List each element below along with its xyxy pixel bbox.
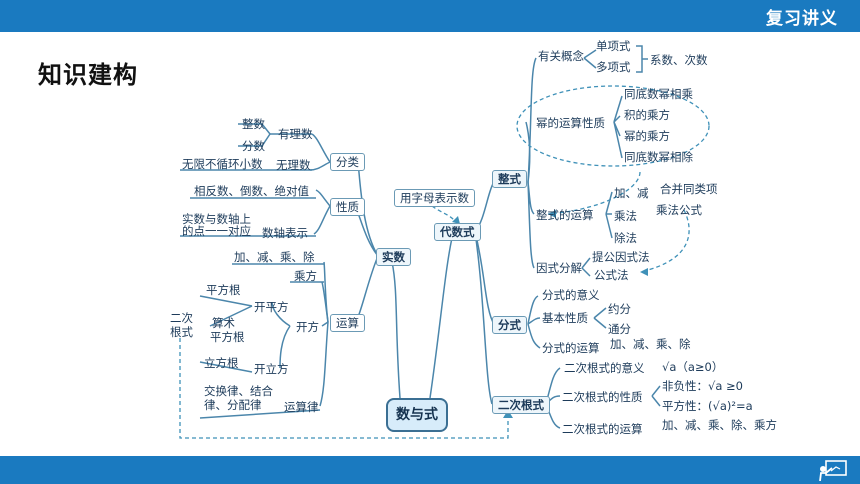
label-common-factor-method: 提公因式法 [592,250,650,264]
label-polynomial-operations: 整式的运算 [536,208,594,222]
top-bar: 复习讲义 [0,0,860,32]
label-fraction-meaning: 分式的意义 [542,288,600,302]
label-radical-properties: 二次根式的性质 [562,390,643,404]
label-multinomial: 多项式 [596,60,631,74]
label-add-subtract: 加、减 [614,186,649,200]
label-non-negativity: 非负性：√a ≥0 [662,379,743,393]
node-polynomial: 整式 [492,170,527,188]
label-take-cube-root: 开立方 [254,362,289,376]
label-coefficient-degree: 系数、次数 [650,53,708,67]
label-power: 乘方 [294,269,317,283]
label-formula-method: 公式法 [594,268,629,282]
label-integer: 整数 [242,117,265,131]
label-same-base-divide: 同底数幂相除 [624,150,693,164]
label-opposite-reciprocal: 相反数、倒数、绝对值 [194,184,309,198]
label-cube-root: 立方根 [204,356,239,370]
node-real-numbers: 实数 [376,248,411,266]
node-classification: 分类 [330,153,365,171]
label-quadratic-radical-b: 根式 [170,325,193,339]
label-multiplication-formula: 乘法公式 [656,203,702,217]
label-product-power: 积的乘方 [624,108,670,122]
label-take-square-root: 开平方 [254,300,289,314]
label-basic-property: 基本性质 [542,311,588,325]
bottom-bar [0,456,860,484]
label-related-concepts: 有关概念 [538,49,584,63]
label-arithmetic-a: 算术 [212,316,235,330]
label-radical-operations: 二次根式的运算 [562,422,643,436]
label-root-extraction: 开方 [296,320,319,334]
page-title: 知识建构 [38,61,138,89]
label-operation-laws: 运算律 [284,400,319,414]
label-irrational: 无理数 [276,158,311,172]
label-number-line-a: 实数与数轴上 [182,212,251,226]
label-radical-ops-list: 加、减、乘、除、乘方 [662,418,777,432]
node-fraction: 分式 [492,316,527,334]
label-monomial: 单项式 [596,39,631,53]
label-radical-meaning-formula: √a（a≥0） [662,360,724,374]
node-letters-for-numbers: 用字母表示数 [394,189,475,207]
label-square-root: 平方根 [206,283,241,297]
label-laws-b: 律、分配律 [204,398,262,412]
lecture-badge: 复习讲义 [766,9,838,29]
label-number-line-repr: 数轴表示 [262,226,308,240]
label-fraction: 分数 [242,139,265,153]
label-four-operations: 加、减、乘、除 [234,250,315,264]
node-numbers-and-expressions: 数与式 [386,398,448,432]
label-laws-a: 交换律、结合 [204,384,273,398]
node-operations: 运算 [330,314,365,332]
label-fraction-operations: 分式的运算 [542,341,600,355]
node-quadratic-radical: 二次根式 [492,396,550,414]
teacher-board-icon [819,460,847,481]
label-non-repeating-decimal: 无限不循环小数 [182,157,263,171]
label-square-property: 平方性：(√a)²=a [662,399,753,413]
label-combine-like-terms: 合并同类项 [660,182,718,196]
node-algebraic-expression: 代数式 [434,223,481,241]
label-division: 除法 [614,231,637,245]
label-quadratic-radical-a: 二次 [170,311,193,325]
label-number-line-b: 的点一一对应 [182,224,251,238]
label-radical-meaning: 二次根式的意义 [564,361,645,375]
label-power-rules: 幂的运算性质 [536,116,605,130]
label-factorization: 因式分解 [536,261,582,275]
label-multiplication: 乘法 [614,209,637,223]
label-same-base-multiply: 同底数幂相乘 [624,87,693,101]
label-rational: 有理数 [278,127,313,141]
label-power-of-power: 幂的乘方 [624,129,670,143]
label-common-denominator: 通分 [608,322,631,336]
label-arithmetic-b: 平方根 [210,330,245,344]
label-fraction-four-ops: 加、减、乘、除 [610,337,691,351]
node-properties: 性质 [330,198,365,216]
label-reduce-fraction: 约分 [608,302,631,316]
